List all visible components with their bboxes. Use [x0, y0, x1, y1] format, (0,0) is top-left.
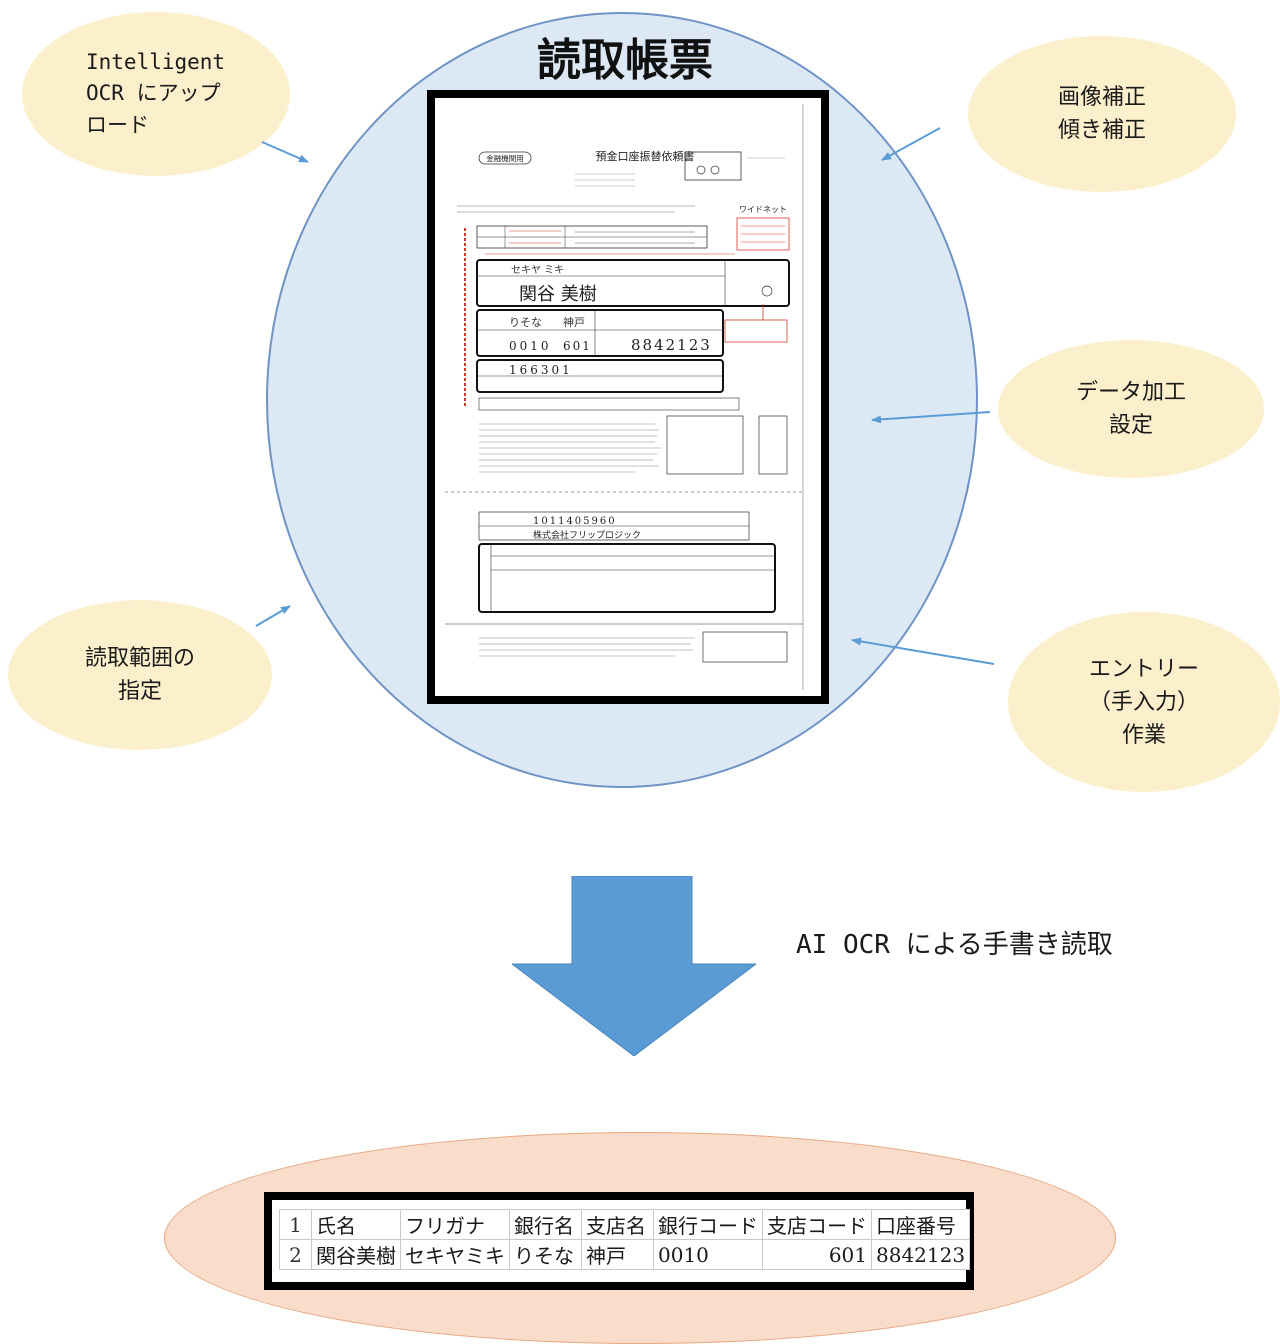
bubble-data-line-1: データ加工: [1075, 380, 1186, 405]
form-member-no: 1011405960: [533, 516, 617, 527]
connector-arrows: [255, 127, 995, 665]
bubble-entry-line-1: エントリー: [1088, 656, 1199, 682]
header-bank-code: 銀行コード: [653, 1209, 763, 1240]
bubble-range-line-1: 読取範囲の: [84, 646, 195, 671]
bubble-correction-line-2: 傾き補正: [1057, 118, 1146, 143]
bubble-intelligent-ocr-upload: Intelligent OCR にアップ ロード: [22, 12, 290, 176]
cell-furigana: セキヤミキ: [400, 1239, 510, 1270]
arrow-entry: [851, 637, 995, 665]
cell-bank-name: りそな: [509, 1239, 582, 1270]
form-bank: りそな: [509, 316, 542, 329]
result-table: 1 氏名 フリガナ 銀行名 支店名 銀行コード 支店コード 口座番号 2 関谷美…: [279, 1209, 971, 1270]
bubble-upload-line-1: Intelligent: [86, 49, 226, 74]
form-branch-code: 601: [563, 339, 592, 353]
bubble-correction-line-1: 画像補正: [1057, 85, 1146, 110]
bubble-reading-range: 読取範囲の 指定: [8, 600, 272, 750]
form-company: 株式会社フリップロジック: [533, 529, 641, 541]
cell-bank-code: 0010: [653, 1239, 763, 1270]
row-number: 2: [279, 1239, 312, 1270]
form-brand: ワイドネット: [739, 205, 787, 214]
header-bank-name: 銀行名: [509, 1209, 582, 1240]
header-account-no: 口座番号: [870, 1209, 971, 1240]
cell-branch-code: 601: [762, 1239, 872, 1270]
table-row: 2 関谷美樹 セキヤミキ りそな 神戸 0010 601 8842123: [279, 1239, 971, 1270]
bubble-range-line-2: 指定: [117, 679, 162, 704]
arrow-upload: [261, 141, 309, 163]
form-bank-code: 0010: [509, 339, 552, 353]
arrow-range: [255, 605, 291, 627]
header-name: 氏名: [311, 1209, 401, 1240]
bubble-entry-line-2: （手入力）: [1088, 689, 1199, 715]
scanned-form-image: 金融機関用 預金口座振替依頼書 ワイドネット セキヤ ミキ 関谷 美樹 りそな …: [435, 98, 821, 696]
form-ledger-no: 166301: [509, 363, 573, 377]
arrow-data-setting: [871, 411, 991, 424]
bubble-upload-line-2: OCR にアップ: [86, 81, 221, 106]
header-furigana: フリガナ: [400, 1209, 510, 1240]
bubble-upload-line-3: ロード: [86, 112, 149, 137]
bubble-entry-line-3: 作業: [1121, 722, 1166, 748]
cell-account-no: 8842123: [870, 1239, 971, 1270]
circle-title: 読取帳票: [537, 35, 713, 86]
form-account-no: 8842123: [631, 336, 712, 354]
cell-name: 関谷美樹: [311, 1239, 401, 1270]
form-title: 預金口座振替依頼書: [596, 149, 695, 163]
form-name: 関谷 美樹: [519, 284, 597, 305]
form-name-kana: セキヤ ミキ: [511, 264, 564, 276]
bubble-data-line-2: 設定: [1108, 413, 1153, 438]
row-number: 1: [279, 1209, 312, 1240]
down-arrow: [512, 876, 756, 1056]
bubble-data-processing-setting: データ加工 設定: [998, 340, 1264, 478]
bubble-image-correction: 画像補正 傾き補正: [968, 36, 1236, 192]
bubble-manual-entry: エントリー （手入力） 作業: [1008, 612, 1280, 792]
cell-branch-name: 神戸: [581, 1239, 654, 1270]
form-branch: 神戸: [563, 315, 585, 329]
header-branch-code: 支店コード: [762, 1209, 872, 1240]
ai-ocr-label: AI OCR による手書き読取: [796, 930, 1113, 960]
table-header-row: 1 氏名 フリガナ 銀行名 支店名 銀行コード 支店コード 口座番号: [279, 1209, 971, 1240]
arrow-correction: [881, 127, 941, 161]
header-branch-name: 支店名: [581, 1209, 654, 1240]
form-tag: 金融機関用: [486, 153, 524, 163]
